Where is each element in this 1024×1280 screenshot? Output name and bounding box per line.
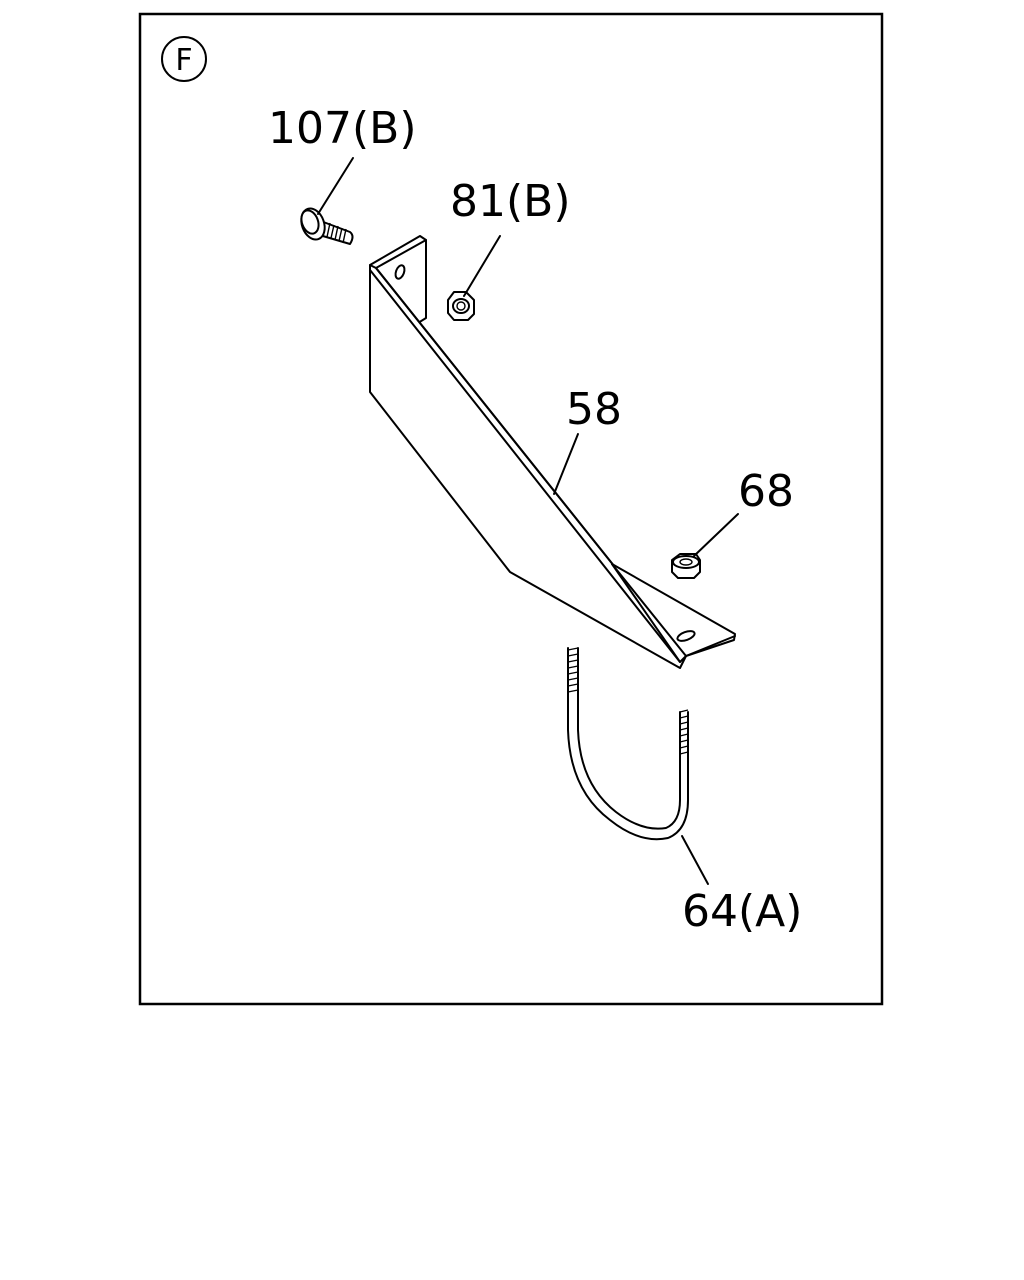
bracket-icon[interactable] [369, 235, 736, 669]
leader-68 [693, 513, 739, 557]
flange-bolt-icon[interactable] [297, 205, 354, 245]
diagram-frame [138, 12, 884, 1006]
callout-107b: 107(B) [268, 103, 417, 154]
leader-107b [317, 157, 354, 215]
callout-64a: 64(A) [682, 886, 802, 937]
callout-58: 58 [566, 384, 622, 435]
view-label: F [161, 36, 207, 82]
callout-81b: 81(B) [450, 176, 571, 227]
nut-icon[interactable] [447, 291, 475, 321]
leader-64a [681, 835, 709, 885]
u-bolt-thread-right [679, 709, 689, 755]
u-bolt-icon[interactable] [567, 647, 689, 841]
view-label-text: F [175, 43, 192, 78]
leader-58 [553, 433, 579, 495]
nut-icon[interactable] [671, 553, 701, 579]
callout-68: 68 [738, 466, 794, 517]
u-bolt-thread-left [567, 647, 579, 693]
leader-81b [463, 235, 501, 297]
